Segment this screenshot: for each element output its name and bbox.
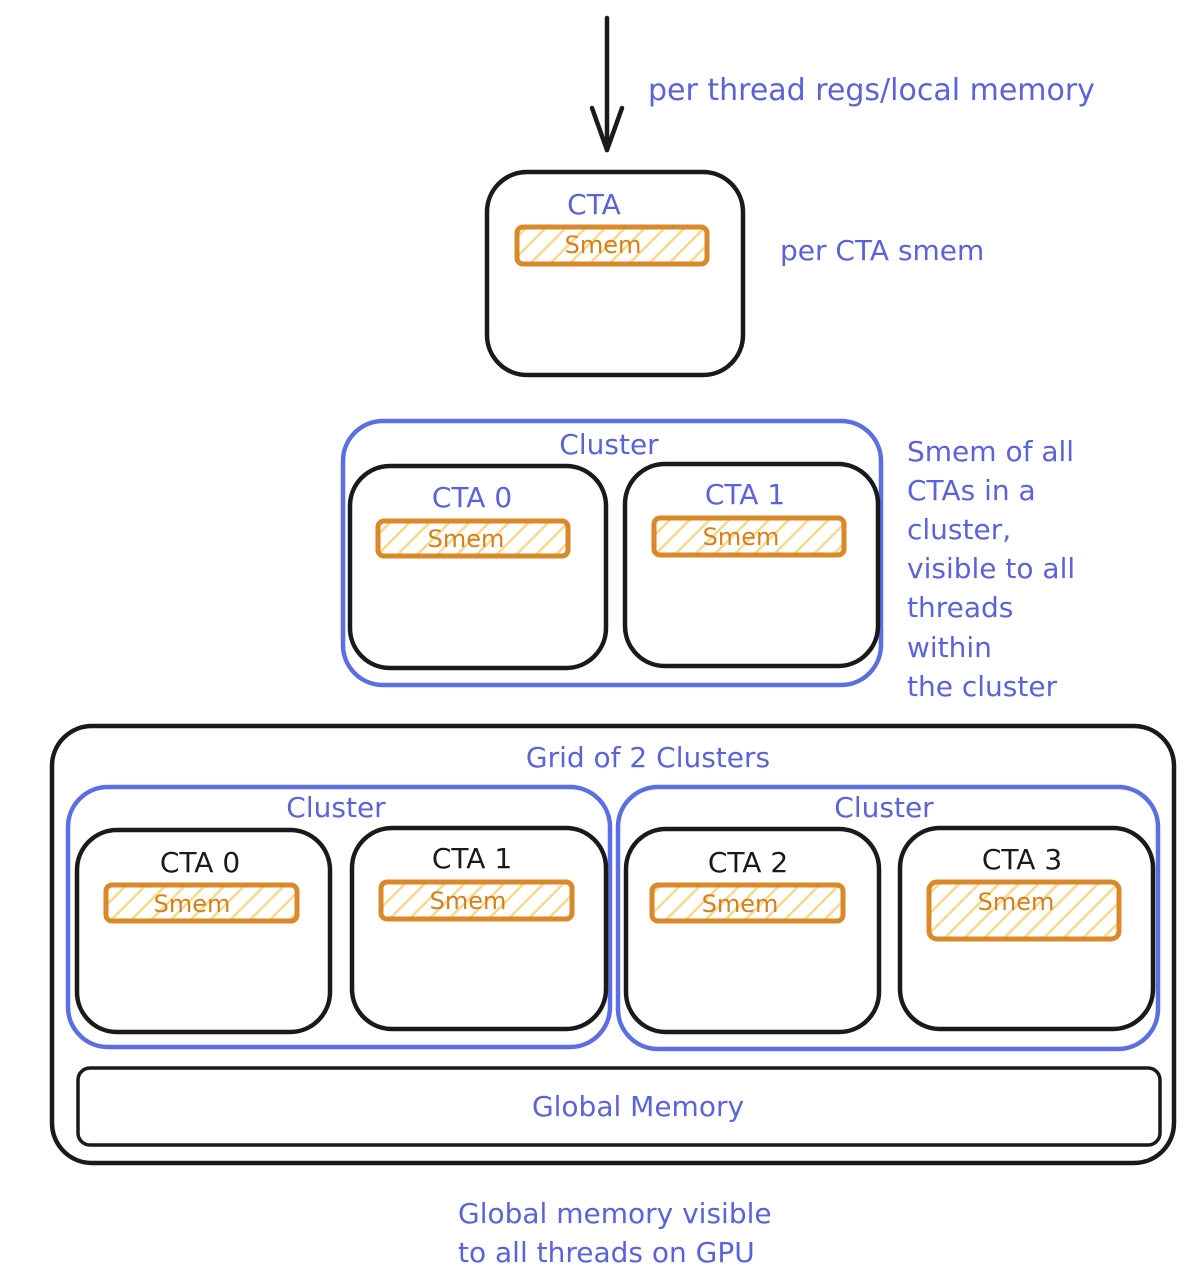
cluster-box [65,784,613,1050]
cluster-example: Cluster CTA 0 Smem CTA 1 Smem [340,418,884,688]
global-annotation: Global memory visible to all threads on … [458,1197,772,1269]
global-memory-label: Global Memory [532,1090,744,1123]
smem-box [375,518,571,559]
smem-box [651,515,847,558]
smem-box [514,224,710,267]
cluster-annotation-line: visible to all [907,552,1075,585]
single-cta: CTA Smem [484,169,746,378]
smem-label: Smem [702,890,779,918]
cluster-title: Cluster [834,791,934,824]
cta-title: CTA 0 [160,846,240,879]
cluster-box [615,784,1161,1052]
cta-title: CTA [567,188,621,221]
cta-box [484,169,746,378]
cta-box [74,827,333,1035]
cluster-annotation-line: Smem of all [907,435,1074,468]
smem-label: Smem [703,523,780,551]
cluster-title: Cluster [286,791,386,824]
smem-box [378,879,575,922]
cluster-annotation-line: CTAs in a [907,474,1036,507]
cta-box [623,826,882,1035]
global-annotation-line: Global memory visible [458,1197,772,1230]
cluster-annotation-line: threads [907,591,1013,624]
cta-box [347,463,609,671]
cluster-box [340,418,884,688]
cluster-annotation-line: cluster, [907,513,1011,546]
smem-box [649,882,846,924]
grid-title: Grid of 2 Clusters [526,741,770,774]
smem-label: Smem [978,888,1055,916]
grid-box [49,723,1177,1166]
global-annotation-line: to all threads on GPU [458,1236,755,1269]
cluster-title: Cluster [559,428,659,461]
cta-title: CTA 1 [432,842,512,875]
smem-label: Smem [565,231,642,259]
thread-annotation: per thread regs/local memory [648,73,1095,108]
smem-box [926,879,1122,942]
smem-label: Smem [430,887,507,915]
grid: Grid of 2 Clusters Cluster CTA 0 Smem CT… [49,723,1177,1166]
cta-annotation: per CTA smem [780,234,984,267]
cta-box [349,825,609,1032]
global-memory-box [76,1066,1162,1147]
smem-label: Smem [154,890,231,918]
cta-title: CTA 1 [705,478,785,511]
thread-arrow [589,15,625,153]
cta-title: CTA 2 [708,846,788,879]
cluster-annotation: Smem of all CTAs in a cluster, visible t… [907,435,1075,703]
smem-label: Smem [428,525,505,553]
cta-box [622,461,881,669]
cta-title: CTA 3 [982,843,1062,876]
cluster-annotation-line: the cluster [907,670,1058,703]
cluster-annotation-line: within [907,631,992,664]
cta-title: CTA 0 [432,481,512,514]
smem-box [103,882,300,924]
